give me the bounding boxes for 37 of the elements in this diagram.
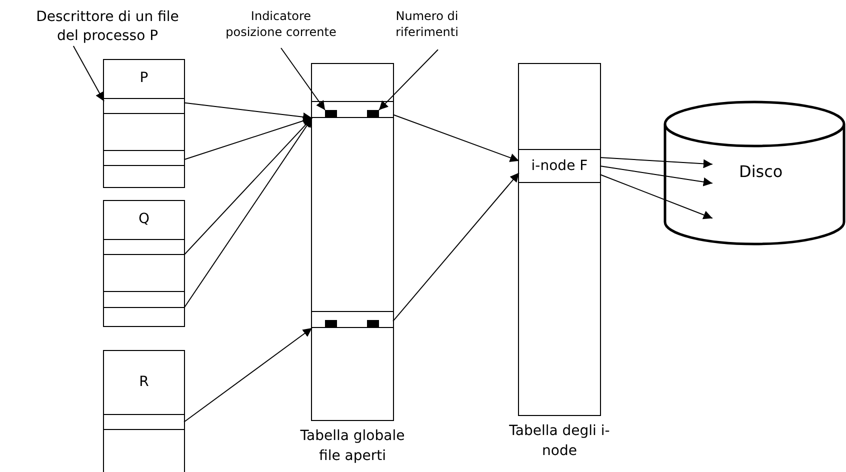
callout-text: Numero di riferimenti <box>372 8 482 40</box>
table-row <box>104 239 184 255</box>
arrow <box>392 114 520 162</box>
table-title: Q <box>137 210 151 229</box>
field-marker <box>367 110 379 118</box>
field-marker <box>367 320 379 328</box>
table-row <box>104 291 184 308</box>
table-row <box>312 101 393 118</box>
arrow <box>600 166 713 186</box>
arrow <box>184 118 312 308</box>
arrow <box>600 157 713 168</box>
callout-text: Descrittore di un file del processo P <box>30 8 185 46</box>
table-row <box>104 150 184 166</box>
process-table <box>103 59 185 188</box>
arrow <box>184 118 312 256</box>
arrow <box>184 328 312 422</box>
field-marker <box>325 320 337 328</box>
arrow <box>72 46 104 102</box>
arrow <box>280 48 326 110</box>
callout-text: Indicatore posizione corrente <box>225 8 337 40</box>
arrow <box>600 174 713 220</box>
table-row <box>104 98 184 114</box>
caption-text: Tabella degli i-node <box>508 422 610 461</box>
arrow <box>378 49 438 110</box>
disk-label: Disco <box>739 162 783 181</box>
table-title: R <box>138 373 150 392</box>
table-row <box>312 311 393 328</box>
arrow <box>184 102 312 122</box>
table-title: P <box>138 69 150 88</box>
arrow <box>184 116 312 160</box>
field-marker <box>325 110 337 118</box>
arrow <box>392 172 520 322</box>
table-row <box>104 414 184 430</box>
caption-text: Tabella globale file aperti <box>299 427 406 466</box>
process-table <box>103 200 185 327</box>
inode-entry: i-node F <box>519 149 600 183</box>
process-table <box>103 350 185 472</box>
